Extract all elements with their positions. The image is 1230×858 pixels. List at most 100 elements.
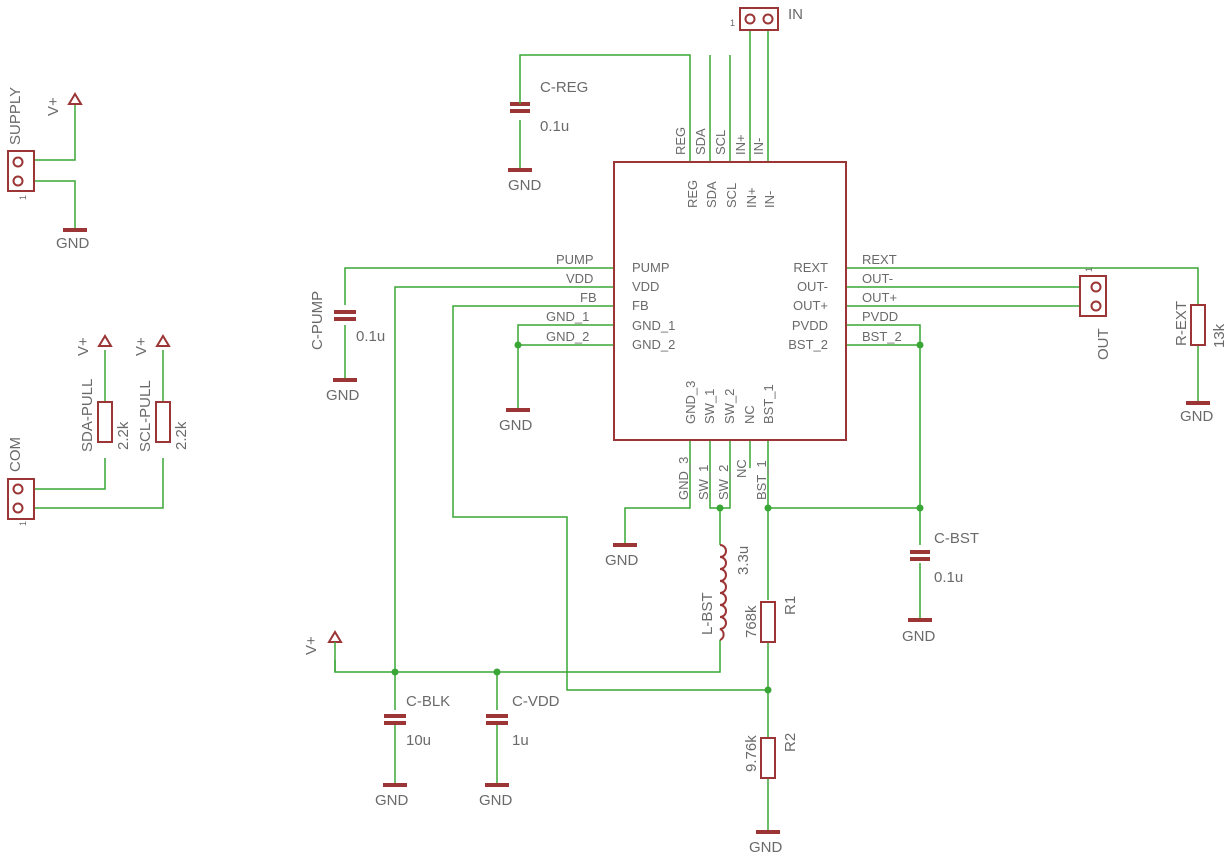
svg-text:GND: GND bbox=[56, 235, 90, 252]
ic-pin-gnd3: GND_3 bbox=[683, 381, 698, 424]
ic-pin-scl: SCL bbox=[724, 183, 739, 208]
ic-pin-in-m: IN- bbox=[762, 191, 777, 208]
resistor-sda-pull-value: 2.2k bbox=[115, 421, 132, 450]
resistor-r1[interactable]: 768k R1 bbox=[743, 596, 799, 643]
gnd-symbol: GND bbox=[499, 408, 533, 434]
gnd-symbol: GND bbox=[479, 783, 513, 809]
junction-dot bbox=[493, 668, 501, 676]
net-label-pvdd: PVDD bbox=[862, 309, 898, 324]
net-label-gnd2: GND_2 bbox=[546, 329, 589, 344]
junction-dot bbox=[514, 341, 522, 349]
cap-c-blk[interactable]: C-BLK 10u bbox=[384, 693, 450, 749]
svg-text:GND: GND bbox=[508, 177, 542, 194]
cap-c-vdd[interactable]: C-VDD 1u bbox=[486, 693, 560, 749]
net-label-in-m: IN- bbox=[751, 138, 766, 155]
resistor-r2[interactable]: 9.76k R2 bbox=[743, 733, 799, 779]
svg-text:GND: GND bbox=[326, 387, 360, 404]
svg-text:GND: GND bbox=[902, 628, 936, 645]
net-label-gnd3: GND_3 bbox=[676, 457, 691, 500]
gnd-symbol: GND bbox=[375, 783, 409, 809]
wire-vplus bbox=[334, 640, 721, 673]
connector-out[interactable]: OUT 1 bbox=[1079, 267, 1112, 360]
junction-dot bbox=[916, 341, 924, 349]
net-label-sw1: SW_1 bbox=[696, 465, 711, 500]
wire-scl-pull bbox=[34, 458, 164, 509]
gnd-symbol: GND bbox=[749, 830, 783, 856]
connector-com-label: COM bbox=[7, 437, 24, 472]
resistor-r-ext[interactable]: R-EXT 13k bbox=[1173, 301, 1228, 348]
wire-rext bbox=[846, 267, 1199, 305]
cap-c-bst[interactable]: C-BST 0.1u bbox=[910, 530, 979, 586]
resistor-scl-pull-value: 2.2k bbox=[173, 421, 190, 450]
ic-pin-pump: PUMP bbox=[632, 260, 670, 275]
net-label-in-p: IN+ bbox=[733, 134, 748, 155]
net-label-out-m: OUT- bbox=[862, 271, 893, 286]
resistor-scl-pull-name: SCL-PULL bbox=[137, 380, 154, 452]
cap-c-pump-name: C-PUMP bbox=[309, 291, 326, 350]
net-label-rext: REXT bbox=[862, 252, 897, 267]
junction-dot bbox=[764, 504, 772, 512]
cap-c-reg-value: 0.1u bbox=[540, 118, 569, 135]
resistor-r2-value: 9.76k bbox=[743, 735, 760, 772]
inductor-l-bst[interactable]: L-BST 3.3u bbox=[699, 544, 752, 641]
ic-pin-out-p: OUT+ bbox=[793, 298, 828, 313]
resistor-sda-pull[interactable]: SDA-PULL 2.2k bbox=[79, 379, 132, 452]
ic-pin-gnd1: GND_1 bbox=[632, 318, 675, 333]
net-label-vdd: VDD bbox=[566, 271, 593, 286]
net-label-gnd1: GND_1 bbox=[546, 309, 589, 324]
resistor-r1-name: R1 bbox=[782, 596, 799, 615]
wire-sda-pull bbox=[34, 458, 106, 490]
svg-text:GND: GND bbox=[375, 792, 409, 809]
ic-pin-bst1: BST_1 bbox=[761, 384, 776, 424]
resistor-r2-name: R2 bbox=[782, 733, 799, 752]
ic-pin-reg: REG bbox=[685, 180, 700, 208]
wire-reg bbox=[519, 54, 691, 162]
wire-vdd bbox=[394, 286, 614, 710]
ic-chip[interactable]: REG SDA SCL IN+ IN- PUMP VDD FB GND_1 GN… bbox=[613, 161, 847, 441]
resistor-sda-pull-name: SDA-PULL bbox=[79, 379, 96, 452]
wire-gnd1 bbox=[517, 324, 614, 345]
net-label-nc: NC bbox=[734, 459, 749, 478]
net-label-out-p: OUT+ bbox=[862, 290, 897, 305]
connector-supply[interactable]: SUPPLY 1 bbox=[7, 87, 35, 200]
resistor-r-ext-value: 13k bbox=[1211, 323, 1228, 348]
ic-pin-rext: REXT bbox=[793, 260, 828, 275]
gnd-symbol: GND bbox=[902, 618, 936, 645]
inductor-l-bst-name: L-BST bbox=[699, 592, 716, 635]
net-label-sw2: SW_2 bbox=[716, 465, 731, 500]
cap-c-vdd-name: C-VDD bbox=[512, 693, 560, 710]
net-label-bst2: BST_2 bbox=[862, 329, 902, 344]
wire-bst2 bbox=[846, 344, 921, 545]
net-label-reg: REG bbox=[673, 127, 688, 155]
ic-pin-in-p: IN+ bbox=[744, 187, 759, 208]
cap-c-reg[interactable]: C-REG 0.1u bbox=[510, 79, 588, 135]
junction-dot bbox=[916, 504, 924, 512]
connector-in-pin1: 1 bbox=[730, 18, 735, 28]
junction-dot bbox=[391, 668, 399, 676]
cap-c-pump[interactable]: C-PUMP 0.1u bbox=[309, 291, 385, 350]
net-label-sda: SDA bbox=[693, 128, 708, 155]
ic-pin-nc: NC bbox=[742, 405, 757, 424]
junctions bbox=[391, 341, 924, 694]
connector-in[interactable]: IN 1 bbox=[730, 6, 803, 31]
gnd-symbol: GND bbox=[1180, 401, 1214, 425]
svg-text:GND: GND bbox=[1180, 408, 1214, 425]
ic-pin-out-m: OUT- bbox=[797, 279, 828, 294]
wires bbox=[34, 30, 1199, 832]
wire-gnd2 bbox=[517, 344, 614, 410]
ic-pin-pvdd: PVDD bbox=[792, 318, 828, 333]
svg-text:GND: GND bbox=[479, 792, 513, 809]
resistor-scl-pull[interactable]: SCL-PULL 2.2k bbox=[137, 380, 190, 452]
gnd-symbol: GND bbox=[508, 168, 542, 194]
wire-pump bbox=[344, 267, 614, 305]
vplus-sda-symbol: V+ bbox=[75, 334, 113, 356]
ic-pin-bst2: BST_2 bbox=[788, 337, 828, 352]
connector-in-label: IN bbox=[788, 6, 803, 23]
ic-pin-fb: FB bbox=[632, 298, 649, 313]
wire-supply-vplus bbox=[34, 102, 76, 161]
net-label-bst1: BST_1 bbox=[754, 460, 769, 500]
cap-c-reg-name: C-REG bbox=[540, 79, 588, 96]
connector-com[interactable]: COM 1 bbox=[7, 437, 35, 526]
junction-dot bbox=[716, 504, 724, 512]
